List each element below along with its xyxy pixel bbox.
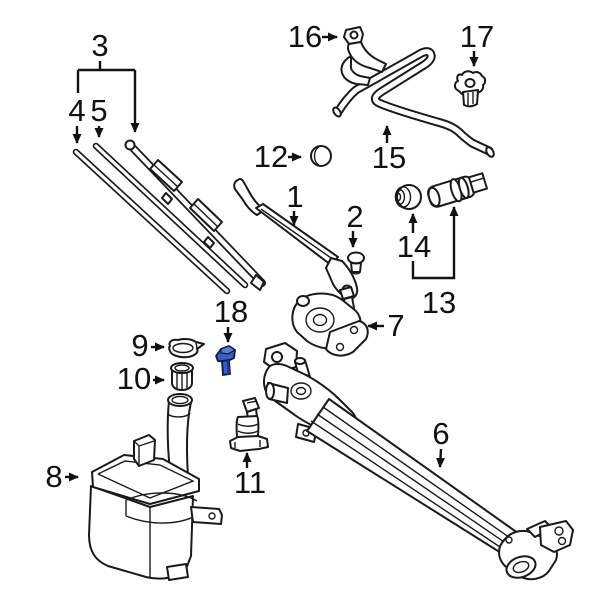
callout-8-label[interactable]: 8 — [45, 459, 62, 494]
callout-18-label[interactable]: 18 — [214, 294, 248, 329]
callout-8[interactable]: 8 — [45, 459, 79, 494]
callout-6[interactable]: 6 — [432, 416, 450, 468]
callout-13[interactable]: 13 — [411, 206, 459, 320]
callout-16[interactable]: 16 — [288, 19, 338, 54]
callout-16-label[interactable]: 16 — [288, 19, 322, 54]
callout-15[interactable]: 15 — [372, 125, 406, 175]
hose-bracket — [340, 26, 387, 86]
callout-3[interactable]: 3 — [76, 28, 140, 133]
callout-6-label[interactable]: 6 — [432, 416, 449, 451]
pivot-grommet-right — [394, 184, 422, 210]
callout-17-label[interactable]: 17 — [460, 19, 494, 54]
callout-2-label[interactable]: 2 — [346, 199, 363, 234]
callout-12-label[interactable]: 12 — [254, 139, 288, 174]
callout-14[interactable]: 14 — [397, 213, 431, 264]
wiper-linkage — [263, 342, 574, 581]
callout-10-label[interactable]: 10 — [117, 361, 151, 396]
wiper-blade-insert-right — [92, 142, 249, 289]
callout-2[interactable]: 2 — [346, 199, 364, 248]
callout-4-label[interactable]: 4 — [68, 93, 85, 128]
callout-10[interactable]: 10 — [117, 361, 165, 396]
callout-11-label[interactable]: 11 — [234, 465, 266, 500]
filler-packing — [170, 362, 194, 391]
callout-17[interactable]: 17 — [460, 19, 494, 67]
callout-1-label[interactable]: 1 — [286, 179, 303, 214]
callout-3-label[interactable]: 3 — [91, 28, 108, 63]
callout-4[interactable]: 4 — [68, 93, 86, 144]
washer-hose — [332, 47, 495, 158]
callout-9-label[interactable]: 9 — [131, 328, 148, 363]
callout-7-label[interactable]: 7 — [387, 308, 404, 343]
callout-13-label[interactable]: 13 — [422, 285, 456, 320]
callout-7[interactable]: 7 — [367, 308, 405, 343]
callout-5[interactable]: 5 — [90, 93, 108, 138]
callout-9[interactable]: 9 — [131, 328, 165, 363]
callout-1[interactable]: 1 — [286, 179, 304, 226]
wiper-blade-insert-left — [72, 148, 231, 295]
callout-12[interactable]: 12 — [254, 139, 302, 174]
wiper-blade-assembly — [124, 139, 266, 291]
arm-pivot-cap — [347, 251, 365, 275]
reservoir-cap — [168, 337, 205, 359]
callout-11[interactable]: 11 — [234, 452, 266, 500]
callout-5-label[interactable]: 5 — [90, 93, 107, 128]
callout-18[interactable]: 18 — [214, 294, 248, 343]
pivot-grommet-left — [310, 145, 332, 167]
washer-nozzle-highlighted[interactable] — [215, 345, 237, 377]
wiper-motor — [291, 286, 369, 357]
callout-14-label[interactable]: 14 — [397, 229, 431, 264]
washer-pump — [229, 397, 269, 452]
hose-clip — [453, 70, 487, 108]
callout-15-label[interactable]: 15 — [372, 140, 406, 175]
washer-reservoir — [88, 393, 223, 581]
pivot-valve — [426, 172, 488, 208]
